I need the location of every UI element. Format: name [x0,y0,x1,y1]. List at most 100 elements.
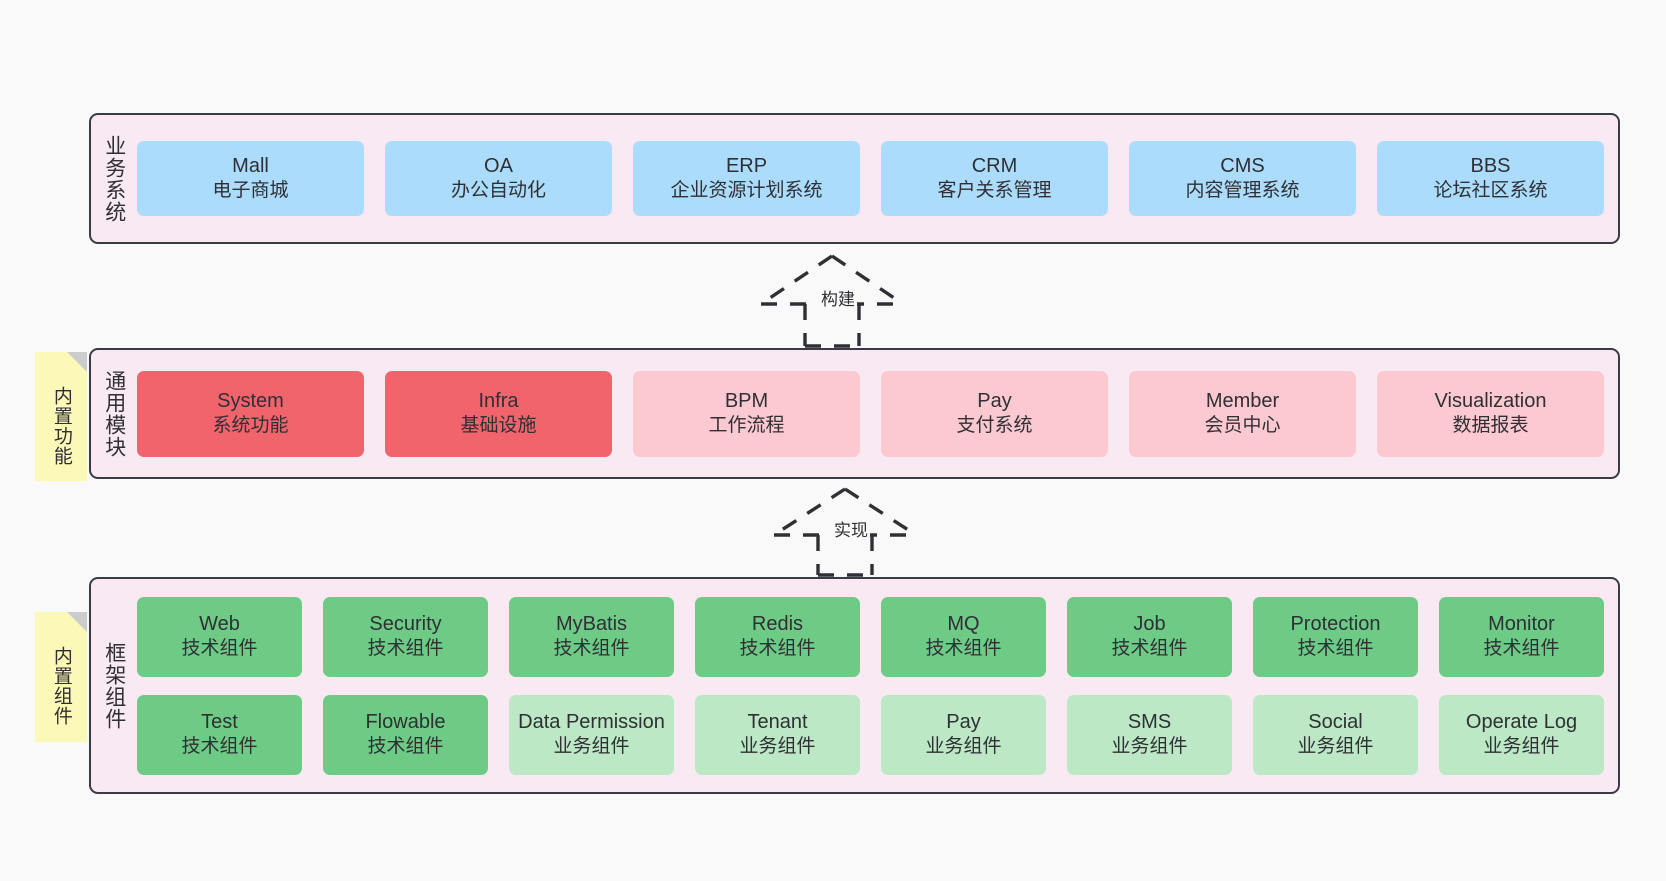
layer-framework-components: 框架组件 Web 技术组件 Security 技术组件 MyBatis 技术组件… [89,577,1620,794]
node-title: Flowable [365,710,446,733]
node-title: Member [1205,389,1280,412]
node-title: MyBatis [555,612,628,635]
node-title: Pay [977,389,1012,412]
node-subtitle: 技术组件 [181,736,258,758]
node-title: BBS [1470,154,1511,177]
node-subtitle: 技术组件 [553,638,630,660]
node-data-permission[interactable]: Data Permission 业务组件 [509,694,674,775]
node-visualization[interactable]: Visualization 数据报表 [1377,370,1604,457]
arrowhead-right-edge [831,254,904,306]
node-title: CRM [971,154,1018,177]
node-subtitle: 支付系统 [956,415,1033,437]
node-title: Tenant [747,710,808,733]
node-subtitle: 系统功能 [212,415,289,437]
node-subtitle: 技术组件 [1297,638,1374,660]
node-member[interactable]: Member 会员中心 [1129,370,1356,457]
node-flowable[interactable]: Flowable 技术组件 [323,694,488,775]
layer-body-modules: System 系统功能 Infra 基础设施 BPM 工作流程 Pay 支付系统… [137,350,1618,477]
node-erp[interactable]: ERP 企业资源计划系统 [633,141,860,216]
node-subtitle: 会员中心 [1204,415,1281,437]
sticky-note-label: 内置功能 [50,385,72,466]
node-title: Test [201,710,238,733]
node-mq[interactable]: MQ 技术组件 [881,596,1046,677]
node-operate-log[interactable]: Operate Log 业务组件 [1439,694,1604,775]
node-redis[interactable]: Redis 技术组件 [695,596,860,677]
node-title: Infra [478,389,519,412]
node-oa[interactable]: OA 办公自动化 [385,141,612,216]
node-title: Security [369,612,442,635]
arrowhead-left-edge [760,254,833,306]
node-subtitle: 内容管理系统 [1185,180,1300,202]
node-subtitle: 基础设施 [460,415,537,437]
arrow-label-build: 构建 [819,290,857,309]
sticky-note-builtin-features: 内置功能 [35,352,87,481]
node-pay[interactable]: Pay 支付系统 [881,370,1108,457]
arrow-build: 构建 [757,252,907,348]
node-subtitle: 办公自动化 [450,180,546,202]
node-cms[interactable]: CMS 内容管理系统 [1129,141,1356,216]
node-title: BPM [724,389,769,412]
node-web[interactable]: Web 技术组件 [137,596,302,677]
node-title: Job [1133,612,1166,635]
node-subtitle: 业务组件 [925,736,1002,758]
node-pay-component[interactable]: Pay 业务组件 [881,694,1046,775]
node-subtitle: 业务组件 [1111,736,1188,758]
node-bpm[interactable]: BPM 工作流程 [633,370,860,457]
node-subtitle: 技术组件 [367,638,444,660]
node-subtitle: 技术组件 [925,638,1002,660]
node-subtitle: 论坛社区系统 [1433,180,1548,202]
node-title: SMS [1127,710,1172,733]
layer-common-modules: 通用模块 System 系统功能 Infra 基础设施 BPM 工作流程 Pay… [89,348,1620,479]
node-subtitle: 业务组件 [739,736,816,758]
layer-title-business: 业务系统 [102,134,126,223]
node-title: Mall [232,154,269,177]
layer-body-framework: Web 技术组件 Security 技术组件 MyBatis 技术组件 Redi… [137,579,1618,792]
node-subtitle: 技术组件 [181,638,258,660]
node-monitor[interactable]: Monitor 技术组件 [1439,596,1604,677]
layer-business-systems: 业务系统 Mall 电子商城 OA 办公自动化 ERP 企业资源计划系统 CRM… [89,113,1620,244]
node-crm[interactable]: CRM 客户关系管理 [881,141,1108,216]
node-job[interactable]: Job 技术组件 [1067,596,1232,677]
node-title: Social [1308,710,1363,733]
node-title: ERP [725,154,768,177]
node-title: OA [484,154,513,177]
node-title: Data Permission [518,710,665,733]
node-subtitle: 技术组件 [1111,638,1188,660]
node-subtitle: 业务组件 [1483,736,1560,758]
node-subtitle: 工作流程 [708,415,785,437]
node-mall[interactable]: Mall 电子商城 [137,141,364,216]
node-subtitle: 技术组件 [739,638,816,660]
node-subtitle: 业务组件 [553,736,630,758]
node-title: Visualization [1434,389,1547,412]
node-mybatis[interactable]: MyBatis 技术组件 [509,596,674,677]
node-subtitle: 企业资源计划系统 [670,180,823,202]
layer-title-framework: 框架组件 [102,641,126,730]
node-system[interactable]: System 系统功能 [137,370,364,457]
node-protection[interactable]: Protection 技术组件 [1253,596,1418,677]
node-sms[interactable]: SMS 业务组件 [1067,694,1232,775]
node-security[interactable]: Security 技术组件 [323,596,488,677]
arrowhead-left-edge [773,487,846,537]
sticky-note-label: 内置组件 [50,646,72,726]
layer-row: System 系统功能 Infra 基础设施 BPM 工作流程 Pay 支付系统… [137,370,1604,457]
node-subtitle: 技术组件 [1483,638,1560,660]
sticky-note-builtin-components: 内置组件 [35,612,87,742]
layer-row: Web 技术组件 Security 技术组件 MyBatis 技术组件 Redi… [137,596,1604,677]
node-title: MQ [947,612,980,635]
node-subtitle: 客户关系管理 [937,180,1052,202]
node-social[interactable]: Social 业务组件 [1253,694,1418,775]
node-subtitle: 业务组件 [1297,736,1374,758]
node-tenant[interactable]: Tenant 业务组件 [695,694,860,775]
node-infra[interactable]: Infra 基础设施 [385,370,612,457]
node-bbs[interactable]: BBS 论坛社区系统 [1377,141,1604,216]
node-title: CMS [1220,154,1265,177]
node-test[interactable]: Test 技术组件 [137,694,302,775]
layer-row: Test 技术组件 Flowable 技术组件 Data Permission … [137,694,1604,775]
node-subtitle: 技术组件 [367,736,444,758]
arrow-label-implement: 实现 [832,521,870,540]
node-title: Monitor [1488,612,1555,635]
node-subtitle: 电子商城 [212,180,289,202]
arrowhead-right-edge [844,487,917,537]
layer-title-modules: 通用模块 [102,369,126,458]
